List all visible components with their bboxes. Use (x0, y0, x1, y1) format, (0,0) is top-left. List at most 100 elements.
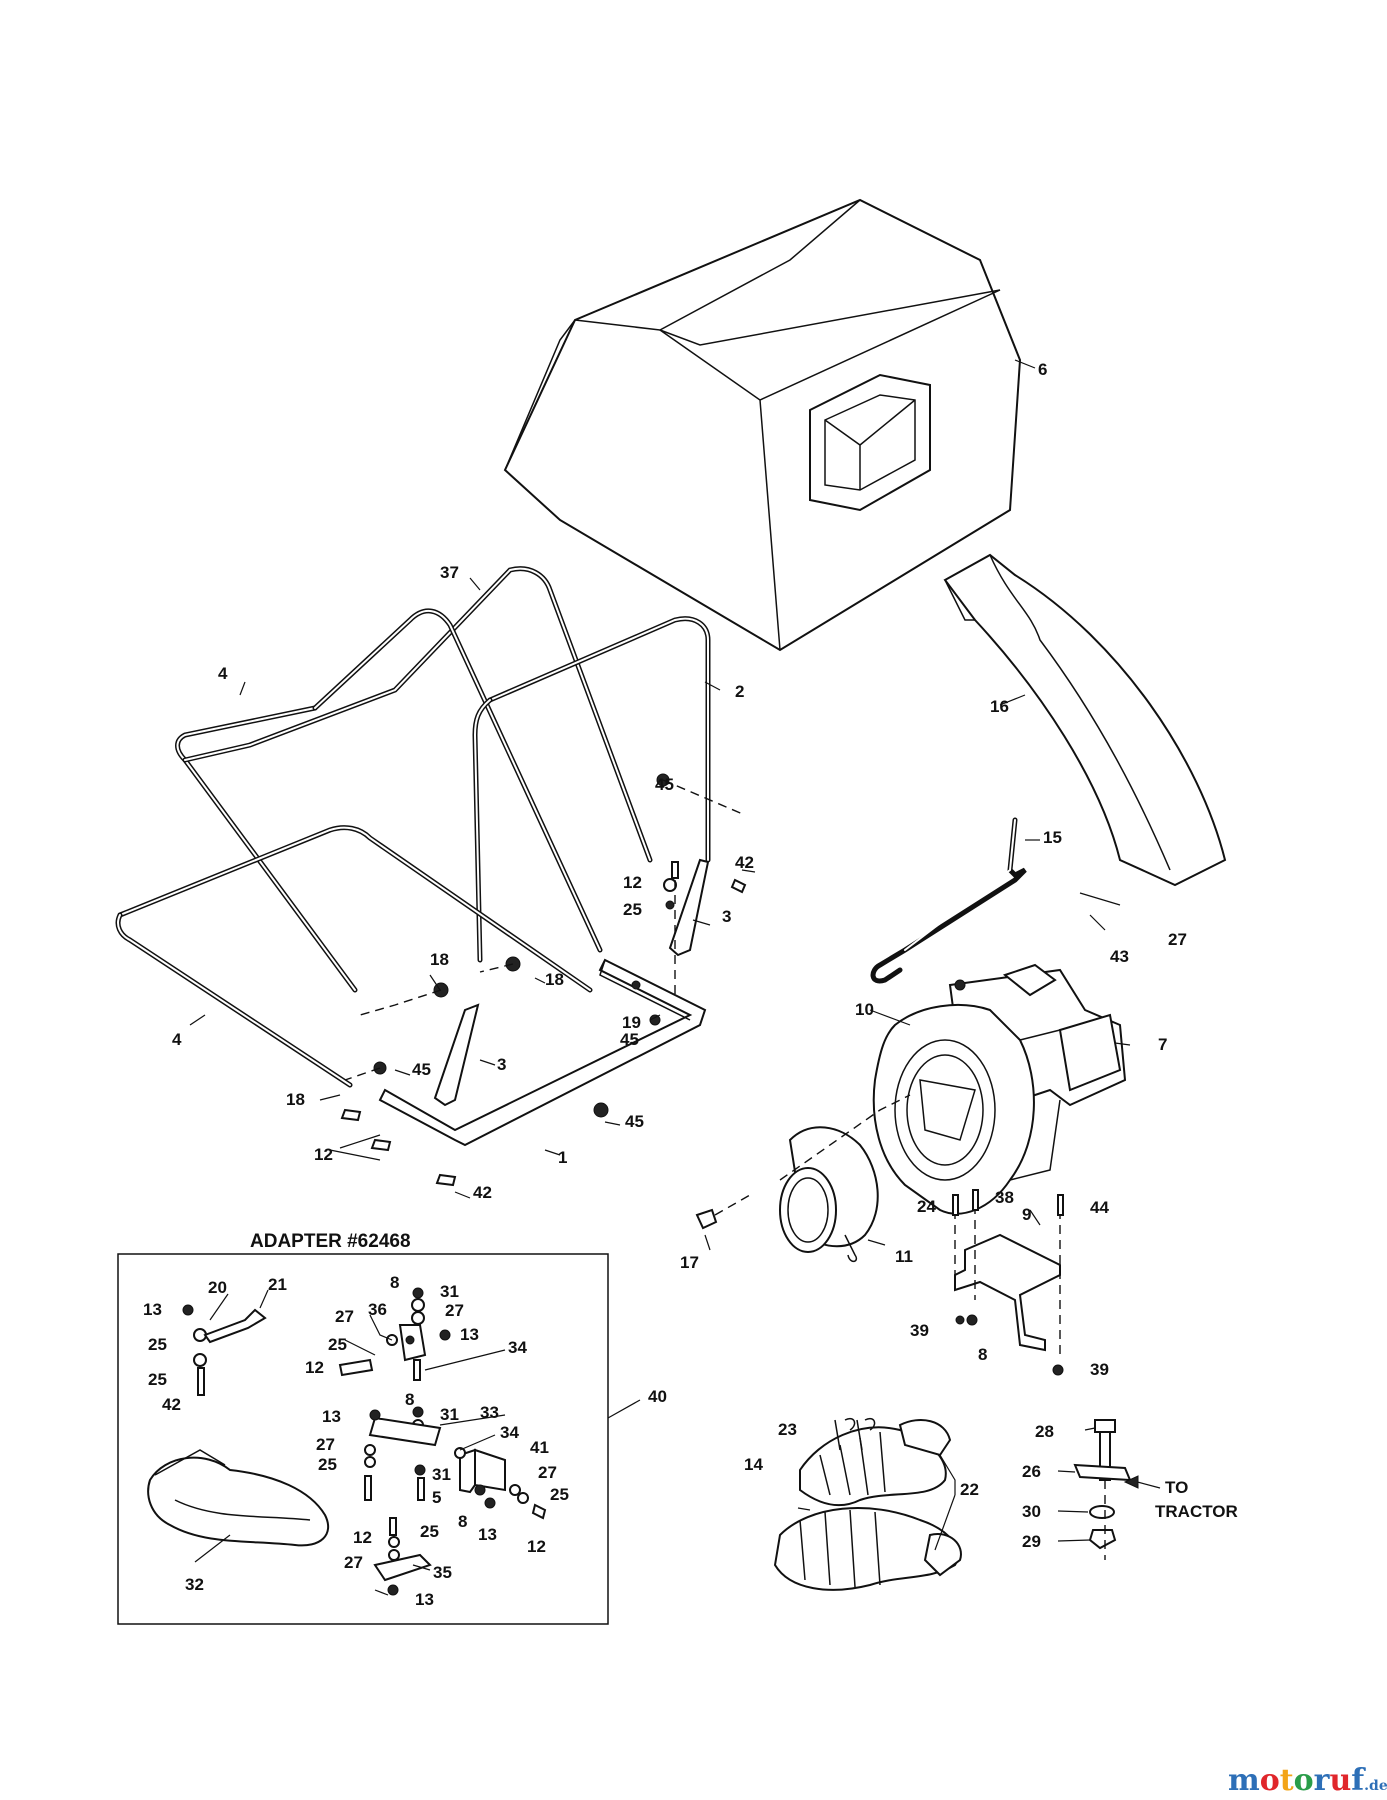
adapter-callout-25: 25 (328, 1335, 347, 1354)
callout-2: 2 (735, 682, 744, 701)
callout-15: 15 (1043, 828, 1062, 847)
strap-3a (433, 1003, 480, 1107)
hardware-base (340, 773, 747, 1187)
adapter-callout-27: 27 (335, 1307, 354, 1326)
adapter-callout-36: 36 (368, 1300, 387, 1319)
callout-3: 3 (497, 1055, 506, 1074)
callout-28: 28 (1035, 1422, 1054, 1441)
adapter-callout-25: 25 (550, 1485, 569, 1504)
adapter-callout-13: 13 (143, 1300, 162, 1319)
watermark-suffix: .de (1364, 1778, 1387, 1794)
callout-9: 9 (1022, 1205, 1031, 1224)
callout-18: 18 (430, 950, 449, 969)
adapter-callout-5: 5 (432, 1488, 441, 1507)
callout-16: 16 (990, 697, 1009, 716)
callout-37: 37 (440, 563, 459, 582)
adapter-callout-12: 12 (353, 1528, 372, 1547)
adapter-callout-13: 13 (478, 1525, 497, 1544)
adapter-callout-13: 13 (460, 1325, 479, 1344)
callout-19: 19 (622, 1013, 641, 1032)
callout-6: 6 (1038, 360, 1047, 379)
callout-numbers: 6 37 4 2 16 45 15 42 12 25 3 27 43 18 18… (143, 360, 1238, 1609)
callout-22: 22 (960, 1480, 979, 1499)
callout-42: 42 (473, 1183, 492, 1202)
callout-3: 3 (722, 907, 731, 926)
callout-4: 4 (172, 1030, 182, 1049)
callout-12: 12 (314, 1145, 333, 1164)
callout-7: 7 (1158, 1035, 1167, 1054)
to-tractor-line1: TO (1165, 1478, 1188, 1497)
adapter-callout-34: 34 (508, 1338, 527, 1357)
adapter-callout-27: 27 (445, 1301, 464, 1320)
adapter-callout-20: 20 (208, 1278, 227, 1297)
callout-25: 25 (623, 900, 642, 919)
adapter-callout-25: 25 (420, 1522, 439, 1541)
callout-4: 4 (218, 664, 228, 683)
callout-12: 12 (623, 873, 642, 892)
callout-44: 44 (1090, 1198, 1109, 1217)
adapter-callout-25: 25 (318, 1455, 337, 1474)
bag-frames (115, 566, 711, 1088)
callout-39: 39 (910, 1321, 929, 1340)
adapter-callout-32: 32 (185, 1575, 204, 1594)
callout-18: 18 (286, 1090, 305, 1109)
adapter-callout-27: 27 (316, 1435, 335, 1454)
adapter-callout-13: 13 (415, 1590, 434, 1609)
callout-29: 29 (1022, 1532, 1041, 1551)
adapter-callout-31: 31 (432, 1465, 451, 1484)
rod-15-highlight (904, 819, 1016, 951)
callout-38: 38 (995, 1188, 1014, 1207)
callout-18: 18 (545, 970, 564, 989)
adapter-callout-21: 21 (268, 1275, 287, 1294)
adapter-callout-33: 33 (480, 1403, 499, 1422)
engine-blower (872, 963, 1127, 1215)
callout-26: 26 (1022, 1462, 1041, 1481)
rod-15 (870, 817, 1027, 984)
mount-bracket-9 (952, 1189, 1064, 1376)
watermark: motoruf.de (1228, 1763, 1387, 1798)
base-frame (378, 958, 707, 1147)
adapter-callout-8: 8 (405, 1390, 414, 1409)
watermark-letter: m (1228, 1763, 1260, 1798)
adapter-callout-27: 27 (538, 1463, 557, 1482)
callout-24: 24 (917, 1197, 936, 1216)
hose-assembly (773, 1418, 962, 1591)
discharge-chute (943, 553, 1227, 887)
callout-42: 42 (735, 853, 754, 872)
watermark-letter: u (1329, 1763, 1351, 1798)
callout-labels (189, 359, 1131, 1596)
adapter-box (117, 1253, 609, 1625)
adapter-callout-25: 25 (148, 1370, 167, 1389)
callout-43: 43 (1110, 947, 1129, 966)
callout-45: 45 (620, 1030, 639, 1049)
callout-23: 23 (778, 1420, 797, 1439)
hitch-hardware (1073, 1419, 1161, 1560)
watermark-logo: motoruf.de (1228, 1763, 1387, 1798)
callout-45: 45 (625, 1112, 644, 1131)
callout-8: 8 (978, 1345, 987, 1364)
adapter-callout-42: 42 (162, 1395, 181, 1414)
adapter-callout-12: 12 (527, 1537, 546, 1556)
callout-27: 27 (1168, 930, 1187, 949)
callout-17: 17 (680, 1253, 699, 1272)
to-tractor-line2: TRACTOR (1155, 1502, 1238, 1521)
adapter-callout-8: 8 (458, 1512, 467, 1531)
adapter-spout-32 (147, 1449, 330, 1547)
adapter-callout-13: 13 (322, 1407, 341, 1426)
adapter-callout-31: 31 (440, 1405, 459, 1424)
callout-40: 40 (648, 1387, 667, 1406)
adapter-callout-8: 8 (390, 1273, 399, 1292)
adapter-callout-35: 35 (433, 1563, 452, 1582)
adapter-box-leader (607, 1399, 641, 1419)
callout-39: 39 (1090, 1360, 1109, 1379)
callout-30: 30 (1022, 1502, 1041, 1521)
adapter-callout-12: 12 (305, 1358, 324, 1377)
callout-14: 14 (744, 1455, 763, 1474)
watermark-letter: o (1294, 1763, 1314, 1798)
adapter-box-title: ADAPTER #62468 (250, 1231, 411, 1252)
adapter-callout-25: 25 (148, 1335, 167, 1354)
adapter-hardware (182, 1287, 547, 1596)
callout-45: 45 (412, 1060, 431, 1079)
assembly-lines-base (344, 779, 746, 1081)
